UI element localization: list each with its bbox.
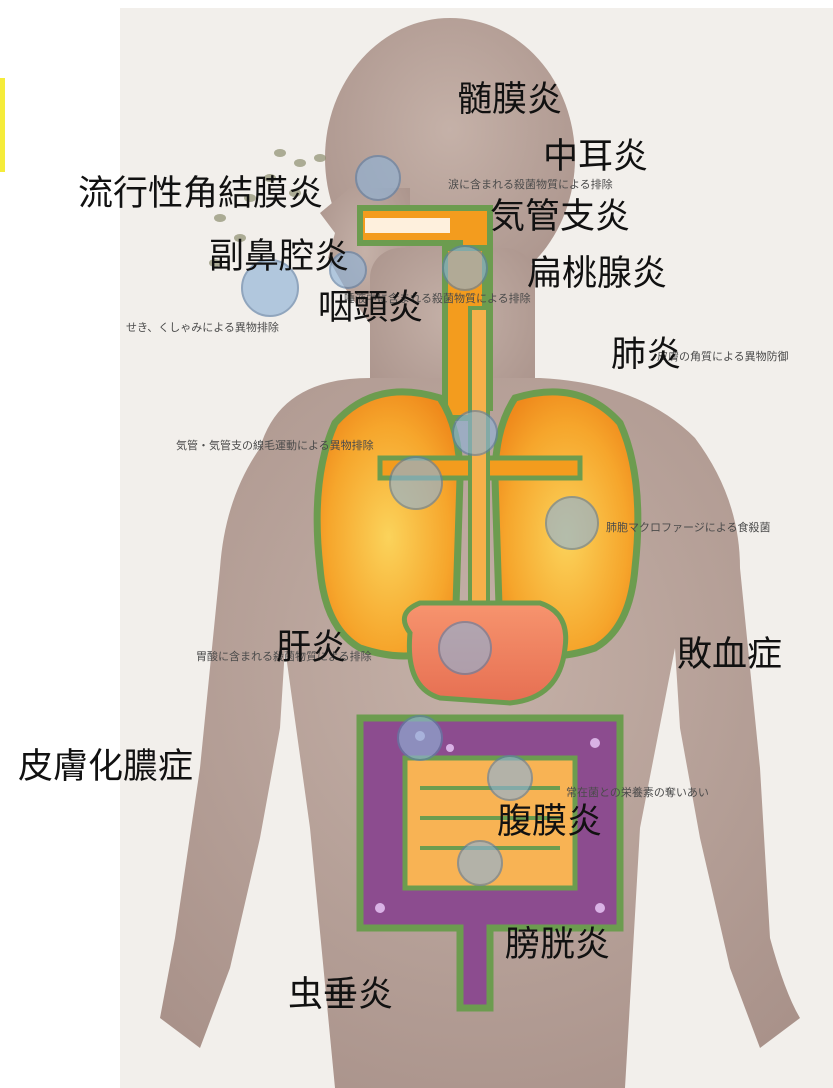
label-epidemic-keratoconjunctivitis: 流行性角結膜炎 <box>78 177 323 212</box>
caption-cough-sneeze: せき、くしゃみによる異物排除 <box>126 322 279 333</box>
label-appendicitis: 虫垂炎 <box>288 978 393 1013</box>
caption-gut-flora: 常在菌との栄養素の奪いあい <box>566 787 709 798</box>
label-bronchitis: 気管支炎 <box>490 200 630 235</box>
label-pyoderma: 皮膚化膿症 <box>18 750 193 785</box>
yellow-side-tab <box>0 78 5 172</box>
label-meningitis: 髄膜炎 <box>457 83 562 118</box>
label-sepsis: 敗血症 <box>677 638 782 673</box>
label-cystitis: 膀胱炎 <box>505 928 610 963</box>
label-pharyngitis: 咽頭炎 <box>318 291 423 326</box>
label-otitis-media: 中耳炎 <box>543 140 648 175</box>
caption-cilia: 気管・気管支の線毛運動による異物排除 <box>176 440 374 451</box>
caption-macrophage: 肺胞マクロファージによる食殺菌 <box>606 522 770 533</box>
label-tonsillitis: 扁桃腺炎 <box>527 257 667 292</box>
body-illustration <box>120 8 833 1088</box>
caption-tears: 涙に含まれる殺菌物質による排除 <box>448 179 613 190</box>
label-peritonitis: 腹膜炎 <box>497 805 602 840</box>
label-pneumonia: 肺炎 <box>611 338 681 373</box>
label-sinusitis: 副鼻腔炎 <box>209 240 349 275</box>
label-hepatitis: 肝炎 <box>276 631 346 666</box>
